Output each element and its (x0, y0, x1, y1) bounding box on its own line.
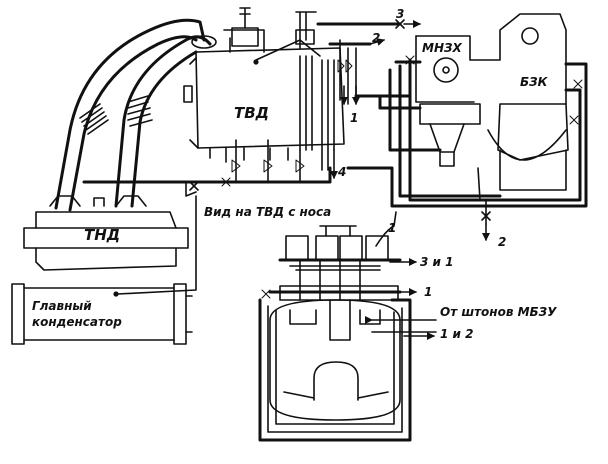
arrow-label-2-top: 2 (372, 31, 380, 45)
tnd-turbine: ТНД (23, 195, 189, 271)
arrow-label-1-lower: 1 (424, 285, 432, 299)
tnd-label: ТНД (84, 226, 120, 244)
condenser-label-line2: конденсатор (32, 315, 122, 329)
from-shtonov-label: От штонов МБЗУ (440, 305, 557, 319)
arrow-label-1and2: 1 и 2 (440, 327, 473, 341)
mnzh-bzk-unit: МНЗХ БЗК 2 1 1 (346, 13, 588, 249)
condenser-label-line1: Главный (32, 299, 92, 313)
arrow-label-2-right: 2 (498, 235, 506, 249)
arrow-label-3-top: 3 (396, 7, 404, 21)
arrow-label-3and1: 3 и 1 (420, 255, 453, 269)
drain-line: 4 (82, 149, 346, 297)
tvd-view-from-bow: 3 и 1 1 От штонов МБЗУ 1 и 2 (258, 211, 557, 442)
main-condenser: Главный конденсатор (11, 283, 193, 345)
view-caption: Вид на ТВД с носа (204, 205, 331, 219)
expansion-bellows-left (79, 103, 109, 135)
expansion-bellows-right (127, 95, 153, 127)
arrow-label-4: 4 (337, 165, 346, 179)
tvd-label: ТВД (234, 104, 269, 122)
tvd-turbine: ТВД (183, 7, 345, 181)
arrow-label-1-mid: 1 (350, 111, 358, 125)
crossover-pipes (54, 18, 217, 212)
mnzh-label: МНЗХ (422, 41, 463, 55)
bzk-label: БЗК (520, 75, 549, 89)
